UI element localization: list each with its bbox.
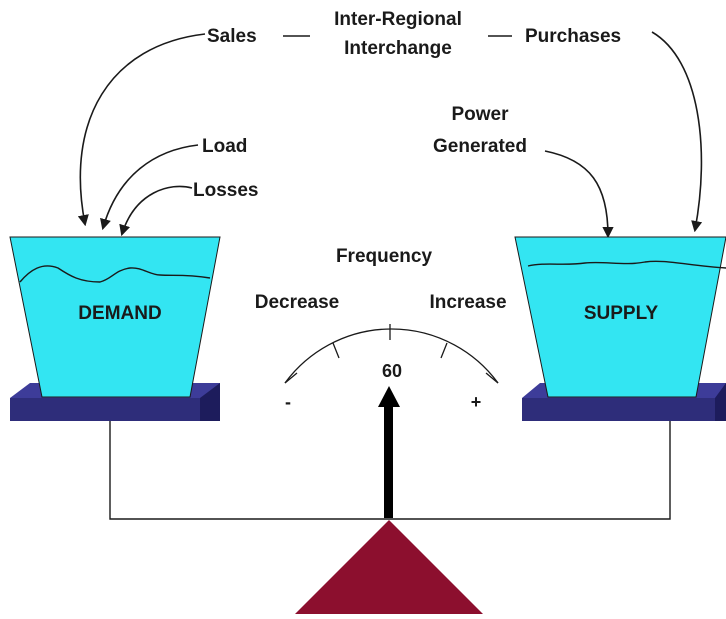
gauge-tick-far-left	[284, 372, 298, 384]
supply-container	[514, 236, 726, 398]
supply-platform-side	[715, 383, 726, 421]
gauge-value: 60	[382, 361, 402, 381]
load-arrow	[100, 144, 199, 231]
supply-platform-front	[522, 398, 715, 421]
power-generated-arrow	[544, 150, 614, 239]
decrease-label: Decrease	[255, 292, 340, 313]
sales-arrow	[77, 33, 206, 227]
needle-shaft	[384, 404, 393, 518]
demand-platform-front	[10, 398, 200, 421]
generated-label: Generated	[433, 136, 527, 157]
load-label: Load	[202, 136, 247, 157]
gauge-arc	[284, 328, 499, 384]
increase-label: Increase	[429, 292, 506, 313]
frequency-gauge: 60 - +	[284, 324, 499, 412]
purchases-label: Purchases	[525, 26, 621, 47]
demand-label: DEMAND	[78, 303, 161, 324]
purchases-arrow	[651, 31, 703, 233]
frequency-label: Frequency	[336, 246, 433, 267]
gauge-plus: +	[471, 392, 482, 412]
inter-regional-label: Inter-Regional	[334, 9, 462, 30]
fulcrum	[295, 520, 483, 614]
demand-bucket: DEMAND	[9, 236, 221, 421]
frequency-needle	[378, 386, 400, 518]
demand-container	[9, 236, 221, 398]
power-label: Power	[451, 104, 509, 125]
interchange-label: Interchange	[344, 38, 452, 59]
balance-beam	[109, 421, 671, 520]
sales-label: Sales	[207, 26, 257, 47]
losses-label: Losses	[193, 180, 258, 201]
needle-tip	[378, 386, 400, 407]
gauge-tick-right	[440, 342, 448, 359]
gauge-tick-far-right	[485, 372, 499, 384]
losses-arrow	[119, 185, 193, 237]
gauge-minus: -	[285, 392, 291, 412]
supply-bucket: SUPPLY	[514, 236, 726, 421]
demand-water-surface	[19, 265, 211, 283]
gauge-tick-left	[332, 342, 340, 359]
supply-water-surface	[527, 260, 726, 269]
supply-label: SUPPLY	[584, 303, 659, 324]
